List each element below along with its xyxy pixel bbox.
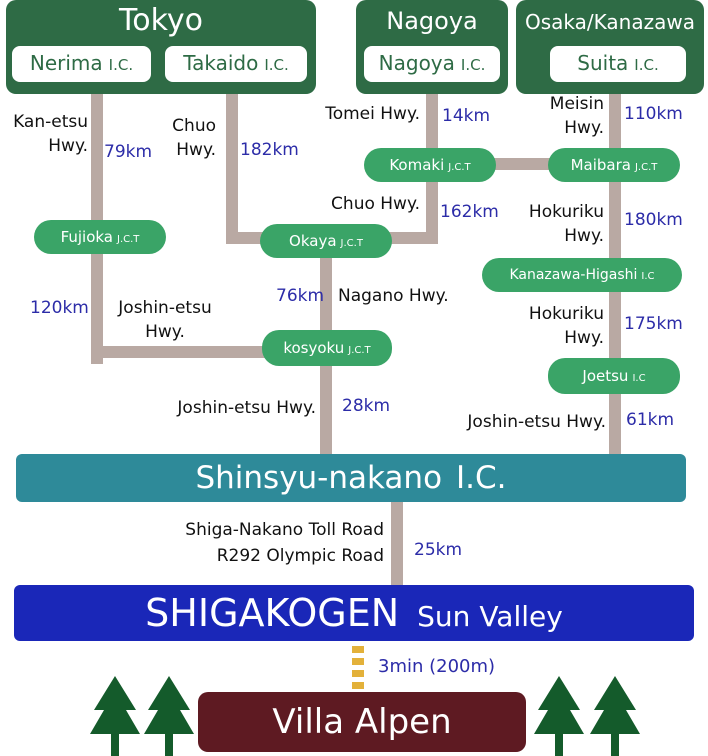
distance-fujioka-kosyoku: 120km [30, 298, 89, 318]
kanazawa-higashi-ic-suffix: I.C [641, 271, 655, 282]
distance-nakano-shigakogen: 25km [414, 540, 463, 560]
kosyoku-jct-suffix: J.C.T [348, 345, 371, 356]
okaya-jct-name: Okaya [289, 232, 337, 250]
shigakogen-name: SHIGAKOGEN [145, 591, 400, 635]
joetsu-ic-name: Joetsu [582, 367, 629, 385]
road-toll [391, 500, 403, 586]
distance-chuo-tokyo: 182km [240, 140, 299, 160]
suita-ic[interactable]: Suita I.C. [548, 44, 688, 84]
tree-icon [534, 676, 584, 756]
tree-icon [90, 676, 140, 756]
takaido-ic-name: Takaido [183, 51, 259, 75]
kosyoku-jct-name: kosyoku [283, 339, 345, 357]
distance-kosyoku-nakano: 28km [342, 396, 391, 416]
maibara-jct-suffix: J.C.T [634, 162, 658, 173]
chuo-hwy-right-label: Chuo Hwy. [331, 194, 420, 214]
nerima-ic-name: Nerima [29, 51, 103, 75]
road-komaki-maibara [480, 158, 560, 170]
distance-nagano: 76km [276, 286, 325, 306]
joshin-etsu-hwy-right-label: Joshin-etsu Hwy. [467, 412, 606, 432]
fujioka-jct-suffix: J.C.T [117, 234, 140, 245]
chuo-hwy-left-label: Chuo Hwy. [172, 116, 216, 160]
nagoya-ic-name: Nagoya [378, 51, 455, 75]
joetsu-ic-suffix: I.C [632, 373, 646, 384]
meisin-hwy-label: Meisin Hwy. [549, 94, 604, 138]
joshin-etsu-hwy-left-label: Joshin-etsu Hwy. [118, 298, 212, 342]
tree-icon [590, 676, 640, 756]
tomei-hwy-label: Tomei Hwy. [325, 104, 420, 124]
nagoya-ic[interactable]: Nagoya I.C. [362, 44, 502, 84]
kanazawa-higashi-ic-name: Kanazawa-Higashi [509, 267, 638, 283]
nagano-hwy-label: Nagano Hwy. [338, 286, 449, 306]
hokuriku-hwy-1-label: Hokuriku Hwy. [528, 202, 604, 246]
hokuriku-hwy-2-label: Hokuriku Hwy. [528, 304, 604, 348]
maibara-jct-name: Maibara [570, 156, 631, 174]
shiga-nakano-toll-road-label: Shiga-Nakano Toll Road [185, 520, 384, 540]
tree-icon [144, 676, 194, 756]
distance-joetsu-nakano: 61km [626, 410, 675, 430]
okaya-jct-suffix: J.C.T [340, 238, 363, 249]
fujioka-jct-name: Fujioka [60, 228, 114, 246]
shinsyu-nakano-name: Shinsyu-nakano [195, 460, 443, 496]
suita-ic-suffix: I.C. [634, 56, 659, 74]
joshin-etsu-hwy-center-label: Joshin-etsu Hwy. [177, 398, 316, 418]
walking-distance: 3min (200m) [378, 656, 496, 677]
villa-alpen-bar[interactable]: Villa Alpen [198, 692, 526, 752]
nerima-ic[interactable]: Nerima I.C. [10, 44, 153, 84]
road-chuo-tokyo [226, 86, 238, 242]
tokyo-title: Tokyo [119, 3, 203, 38]
komaki-jct-suffix: J.C.T [448, 162, 471, 173]
nagoya-ic-suffix: I.C. [460, 56, 486, 74]
takaido-ic[interactable]: Takaido I.C. [163, 44, 309, 84]
walking-path-dashed [352, 646, 364, 692]
takaido-ic-suffix: I.C. [264, 56, 289, 74]
distance-meisin: 110km [624, 104, 683, 124]
nerima-ic-suffix: I.C. [108, 56, 134, 74]
shigakogen-sun-valley-bar[interactable]: SHIGAKOGEN Sun Valley [14, 585, 694, 641]
suita-ic-name: Suita [577, 51, 629, 75]
distance-hokuriku-1: 180km [624, 210, 683, 230]
shinsyu-nakano-ic-bar[interactable]: Shinsyu-nakano I.C. [16, 454, 686, 502]
nagoya-title: Nagoya [386, 7, 478, 35]
distance-hokuriku-2: 175km [624, 314, 683, 334]
shinsyu-nakano-suffix: I.C. [456, 460, 507, 496]
distance-chuo-komaki: 162km [440, 202, 499, 222]
komaki-jct-name: Komaki [389, 156, 445, 174]
distance-tomei: 14km [442, 106, 491, 126]
kan-etsu-hwy-label: Kan-etsu Hwy. [13, 112, 88, 156]
osaka-title: Osaka/Kanazawa [525, 10, 695, 34]
r292-olympic-road-label: R292 Olympic Road [216, 546, 384, 566]
distance-kan-etsu: 79km [104, 142, 153, 162]
shigakogen-sub: Sun Valley [417, 600, 563, 633]
